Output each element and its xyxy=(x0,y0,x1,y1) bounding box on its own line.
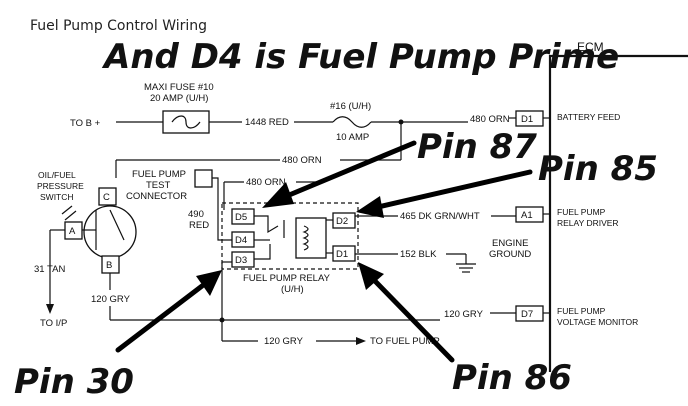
pin30-arrow xyxy=(196,270,222,296)
oil-pressure-switch xyxy=(83,205,137,259)
oil-switch-pin-a-label: A xyxy=(69,226,76,237)
relay-pin-d1-label: D1 xyxy=(336,249,348,260)
wire-1448-red: 1448 RED xyxy=(245,117,289,128)
oil-switch-pin-c xyxy=(98,187,117,206)
voltage-monitor-label-1: FUEL PUMP xyxy=(557,306,606,316)
oil-switch-label-1: OIL/FUEL xyxy=(38,170,76,180)
wire-120-gry-left: 120 GRY xyxy=(91,294,131,305)
pin86-arrow xyxy=(358,262,384,290)
maxi-fuse-label-2: 20 AMP (U/H) xyxy=(150,93,208,104)
pin85-arrow xyxy=(356,196,384,218)
wire-120-gry-bottom: 120 GRY xyxy=(264,336,304,347)
maxi-fuse-label-1: MAXI FUSE #10 xyxy=(144,82,214,93)
ecm-border xyxy=(548,54,688,372)
ecm-pin-a1-id: A1 xyxy=(521,210,533,221)
to-fuel-pump-label: TO FUEL PUMP xyxy=(370,336,440,347)
relay-label-2: (U/H) xyxy=(281,284,304,295)
relay-driver-label-1: FUEL PUMP xyxy=(557,207,606,217)
pin-86-label: Pin 86 xyxy=(452,358,572,398)
test-connector-label-2: TEST xyxy=(146,180,170,191)
engine-ground-label-2: GROUND xyxy=(489,249,531,260)
ecm-pin-d7-id: D7 xyxy=(521,309,533,320)
ecm-pin-d1-id: D1 xyxy=(521,114,533,125)
battery-feed-label: BATTERY FEED xyxy=(557,112,620,122)
wire-480-orn-upper: 480 ORN xyxy=(282,155,322,166)
oil-switch-label-2: PRESSURE xyxy=(37,181,84,191)
pin-30-label: Pin 30 xyxy=(14,362,134,402)
pin87-arrow xyxy=(262,182,294,208)
voltage-monitor-label-2: VOLTAGE MONITOR xyxy=(557,317,638,327)
ecm-label: ECM xyxy=(577,40,604,54)
wire-120-gry-d7: 120 GRY xyxy=(444,309,484,320)
relay-coil xyxy=(295,217,327,259)
wire-480-orn-lower: 480 ORN xyxy=(246,177,286,188)
relay-driver-label-2: RELAY DRIVER xyxy=(557,218,619,228)
fuse-16-label: #16 (U/H) xyxy=(330,101,371,112)
headline-annotation: And D4 is Fuel Pump Prime xyxy=(101,37,619,77)
relay-pin-d5-label: D5 xyxy=(235,212,247,223)
fuel-pump-test-connector xyxy=(194,169,213,188)
oil-switch-pin-b-label: B xyxy=(106,260,112,271)
test-connector-label-1: FUEL PUMP xyxy=(132,169,186,180)
wire-480-orn-battery: 480 ORN xyxy=(470,114,510,125)
fuel-pump-relay-outline xyxy=(221,202,359,270)
fuse-10-amp-label: 10 AMP xyxy=(336,132,369,143)
wire-red-label: RED xyxy=(189,220,209,231)
relay-label-1: FUEL PUMP RELAY xyxy=(243,273,331,284)
oil-switch-pin-c-label: C xyxy=(103,192,110,203)
oil-switch-label-3: SWITCH xyxy=(40,192,74,202)
engine-ground-label-1: ENGINE xyxy=(492,238,528,249)
relay-pin-d2-label: D2 xyxy=(336,216,348,227)
pin-85-label: Pin 85 xyxy=(538,149,658,189)
relay-pin-d4-label: D4 xyxy=(235,235,247,246)
wire-490-label: 490 xyxy=(188,209,204,220)
test-connector-label-3: CONNECTOR xyxy=(126,191,187,202)
relay-pin-d3-label: D3 xyxy=(235,255,247,266)
page-title: Fuel Pump Control Wiring xyxy=(30,18,207,34)
to-ip-label: TO I/P xyxy=(40,318,67,329)
wire-31-tan: 31 TAN xyxy=(34,264,65,275)
wire-465-dk-grn-wht: 465 DK GRN/WHT xyxy=(400,211,480,222)
wire-152-blk: 152 BLK xyxy=(400,249,437,260)
to-b-plus-label: TO B + xyxy=(70,118,101,129)
pin-87-label: Pin 87 xyxy=(417,127,537,167)
